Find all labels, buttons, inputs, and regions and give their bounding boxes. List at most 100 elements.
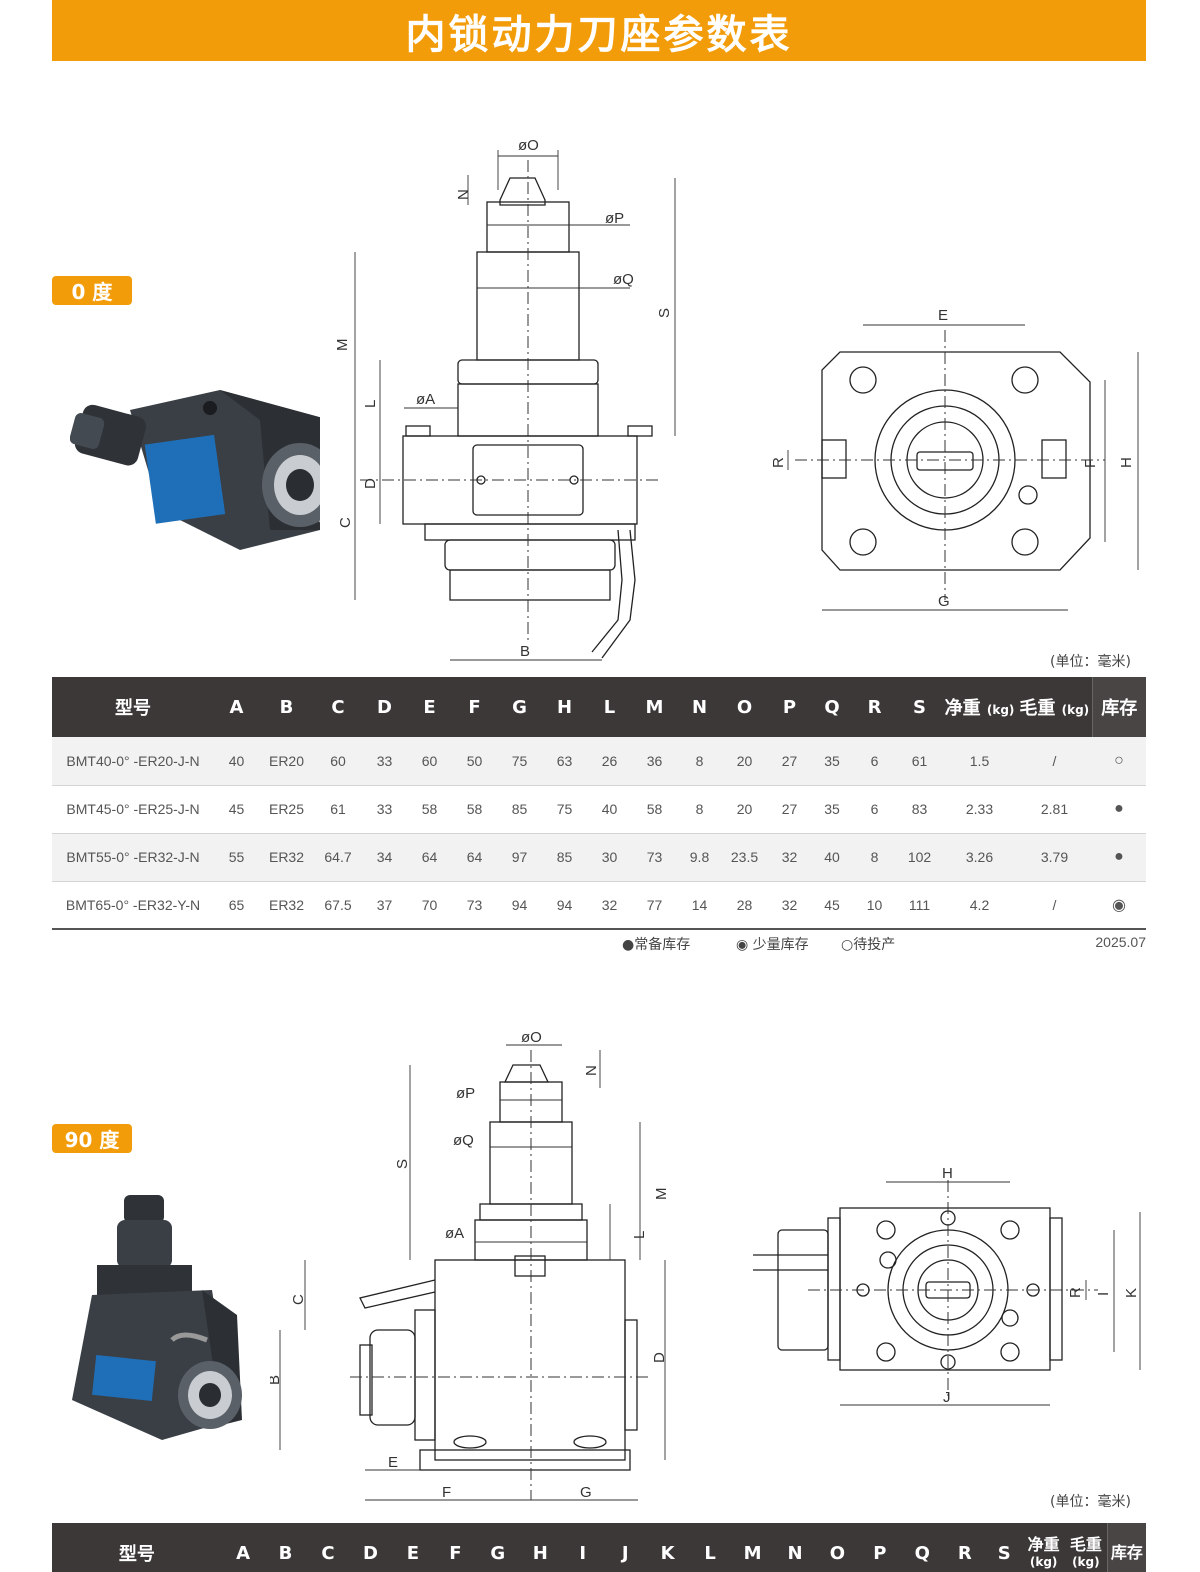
legend-regular-stock: ●常备库存 (622, 937, 691, 953)
header-b: B (259, 677, 314, 737)
table-cell: 3.26 (942, 833, 1017, 882)
header-model: 型号 (52, 677, 214, 737)
table-cell: 102 (897, 833, 942, 882)
table-cell: 63 (542, 737, 587, 786)
header-m: M (632, 677, 677, 737)
header90-c: C (306, 1523, 350, 1572)
table-cell: 10 (852, 881, 897, 930)
table-cell: 75 (497, 737, 542, 786)
table-cell: 40 (214, 737, 259, 786)
header-net-weight: 净重 (kg) (942, 677, 1017, 737)
table-cell: ● (1092, 785, 1146, 834)
dim-q-90: øQ (453, 1132, 474, 1149)
dim-n-90: N (583, 1065, 600, 1076)
dim-m: M (334, 339, 351, 352)
table-cell: 8 (852, 833, 897, 882)
dim-d: D (362, 478, 379, 489)
table-cell: 65 (214, 881, 259, 930)
header-gross-weight: 毛重 (kg) (1017, 677, 1092, 737)
table-cell: 30 (587, 833, 632, 882)
date-label: 2025.07 (1095, 934, 1146, 950)
table-cell: 35 (812, 737, 852, 786)
table-cell: 1.5 (942, 737, 1017, 786)
drawing-0-front-view: E G F H R (770, 307, 1139, 611)
dim-p-90: øP (456, 1085, 475, 1102)
header90-stock: 库存 (1106, 1523, 1146, 1572)
table-cell: 20 (722, 737, 767, 786)
product-photo-0-degree (70, 390, 320, 550)
table-cell: 58 (452, 785, 497, 834)
dim-m-90: M (653, 1188, 670, 1201)
header90-m: M (731, 1523, 774, 1572)
header-l: L (587, 677, 632, 737)
table-90-header-row: 型号 A B C D E F G H I J K L M N O P Q R S… (52, 1523, 1146, 1572)
table-cell: 61 (314, 785, 362, 834)
legend-pending: ○待投产 (841, 937, 896, 953)
table-cell: 40 (812, 833, 852, 882)
table-cell: 8 (677, 737, 722, 786)
dim-o: øO (518, 137, 539, 154)
header-e: E (407, 677, 452, 737)
table-cell: ◉ (1092, 881, 1146, 930)
table-cell: ER25 (259, 785, 314, 834)
table-cell: 34 (362, 833, 407, 882)
dim-c: C (337, 517, 354, 528)
dim-a: øA (416, 391, 435, 408)
dim-b-90: B (270, 1375, 283, 1385)
table-cell: 67.5 (314, 881, 362, 930)
table-cell: 64.7 (314, 833, 362, 882)
table-cell: 50 (452, 737, 497, 786)
table-cell: ● (1092, 833, 1146, 882)
dim-f: F (1082, 459, 1099, 468)
table-cell: ER32 (259, 833, 314, 882)
badge-90-degree: 90 度 (52, 1124, 132, 1153)
header-d: D (362, 677, 407, 737)
table-cell: 6 (852, 785, 897, 834)
header90-s: S (986, 1523, 1023, 1572)
table-cell: 73 (452, 881, 497, 930)
table-cell: 20 (722, 785, 767, 834)
header-r: R (852, 677, 897, 737)
table-cell: 55 (214, 833, 259, 882)
dim-r: R (770, 457, 787, 468)
table-cell: 23.5 (722, 833, 767, 882)
table-cell: 28 (722, 881, 767, 930)
table-cell: / (1017, 881, 1092, 930)
dim-f-90: F (442, 1484, 451, 1501)
table-cell: 58 (632, 785, 677, 834)
header-stock: 库存 (1091, 677, 1146, 737)
header90-h: H (519, 1523, 562, 1572)
table-cell: 2.33 (942, 785, 1017, 834)
table-cell: 3.79 (1017, 833, 1092, 882)
header90-k: K (646, 1523, 689, 1572)
table-cell: 60 (407, 737, 452, 786)
table-cell: 73 (632, 833, 677, 882)
dim-g: G (938, 593, 950, 610)
header90-g: G (476, 1523, 520, 1572)
dim-g-90: G (580, 1484, 592, 1501)
unit-note-0: (单位：毫米) (1050, 654, 1131, 670)
badge-0-degree: 0 度 (52, 276, 132, 305)
dim-d-90: D (651, 1352, 668, 1363)
unit-note-90: (单位：毫米) (1050, 1494, 1131, 1510)
table-cell: 32 (767, 833, 812, 882)
legend-low-stock: ◉ 少量库存 (736, 937, 809, 953)
dim-k-90: K (1123, 1288, 1140, 1298)
header90-r: R (943, 1523, 987, 1572)
cell-model: BMT65-0° -ER32-Y-N (52, 881, 214, 930)
table-cell: 32 (587, 881, 632, 930)
header90-o: O (816, 1523, 859, 1572)
table-cell: 60 (314, 737, 362, 786)
table-cell: 6 (852, 737, 897, 786)
header90-d: D (349, 1523, 392, 1572)
dim-h-90: H (942, 1165, 953, 1182)
header90-l: L (688, 1523, 732, 1572)
dim-a-90: øA (445, 1225, 464, 1242)
table-cell: 9.8 (677, 833, 722, 882)
table-cell: 37 (362, 881, 407, 930)
header90-e: E (391, 1523, 435, 1572)
table-cell: ER32 (259, 881, 314, 930)
table-cell: 45 (812, 881, 852, 930)
header90-model: 型号 (52, 1523, 222, 1572)
